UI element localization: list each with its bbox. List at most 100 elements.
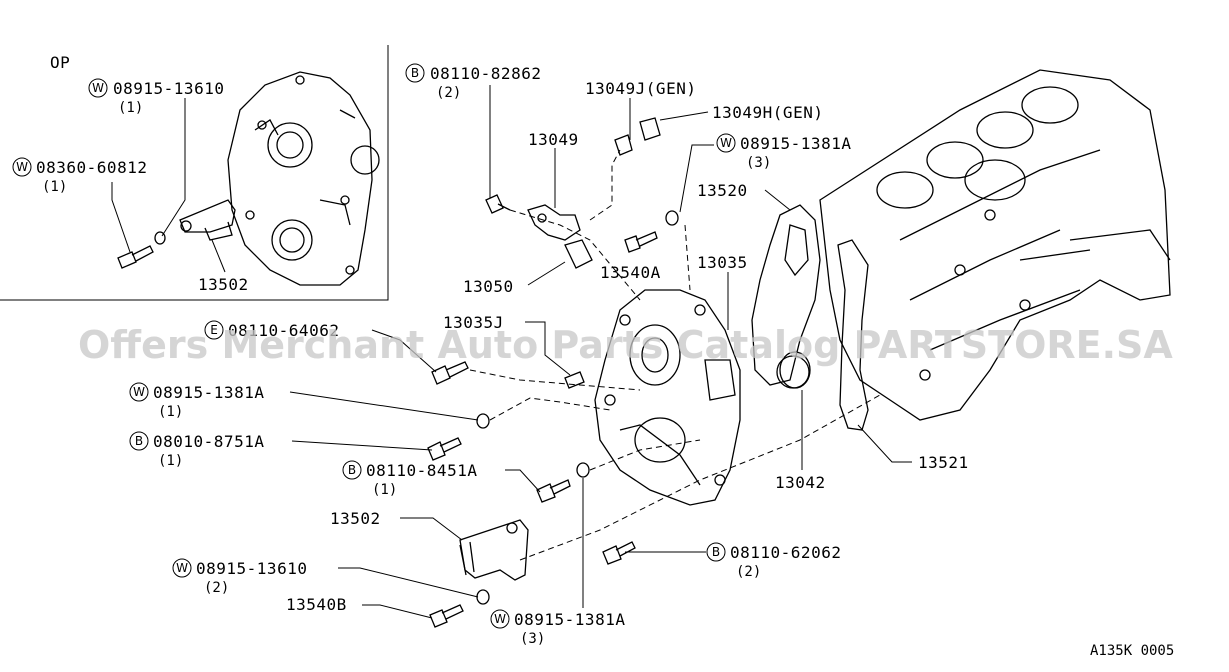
callout-c16[interactable]: B 08010-8751A (1) [129, 431, 264, 469]
bolt-08110-62062-drawing [602, 541, 636, 565]
callout-c15[interactable]: W 08915-1381A (1) [129, 382, 264, 420]
callout-c11[interactable]: 13035 [697, 253, 748, 272]
leader-c6 [659, 111, 709, 121]
svg-text:13035J: 13035J [443, 313, 504, 332]
svg-text:W: W [133, 385, 145, 399]
washer-1-drawing [476, 413, 490, 429]
leader-c8 [679, 144, 714, 213]
svg-text:08915-1381A: 08915-1381A [740, 134, 851, 153]
leader-c3 [211, 239, 226, 273]
svg-text:13520: 13520 [697, 181, 748, 200]
callout-c2[interactable]: W 08360-60812 (1) [12, 157, 147, 195]
callout-c17[interactable]: B 08110-8451A (1) [342, 460, 477, 498]
svg-text:13521: 13521 [918, 453, 969, 472]
callout-c3[interactable]: 13502 [198, 275, 249, 294]
assembly-line-2 [589, 149, 621, 221]
callout-c19[interactable]: W 08915-13610 (2) [172, 558, 307, 596]
callout-c21[interactable]: W 08915-1381A (3) [490, 609, 625, 647]
svg-text:(2): (2) [436, 85, 461, 101]
water-outlet-drawing [527, 204, 581, 241]
svg-text:08110-8451A: 08110-8451A [366, 461, 477, 480]
callout-c8[interactable]: W 08915-1381A (3) [716, 133, 851, 171]
inset-label: OP [50, 53, 70, 72]
svg-text:B: B [348, 463, 356, 477]
washer-top-drawing [665, 210, 679, 226]
callout-c5[interactable]: 13049J(GEN) [585, 79, 696, 98]
leader-c24 [857, 424, 912, 463]
water-outlet-gasket-drawing [564, 239, 593, 269]
inset-frame [0, 45, 389, 301]
callout-c12[interactable]: 13050 [463, 277, 514, 296]
bolt-08110-8451A-drawing [536, 479, 571, 503]
svg-text:(1): (1) [118, 100, 143, 116]
svg-text:08110-62062: 08110-62062 [730, 543, 841, 562]
assembly-line-1 [509, 209, 641, 301]
svg-text:08360-60812: 08360-60812 [36, 158, 147, 177]
bracket-13502-drawing [459, 519, 529, 581]
assembly-line-7 [519, 394, 881, 561]
leader-c14 [525, 321, 571, 376]
leader-c2 [111, 182, 131, 253]
svg-text:B: B [712, 545, 720, 559]
callout-c9[interactable]: 13520 [697, 181, 748, 200]
assembly-line-4 [469, 369, 641, 391]
watermark: Offers Merchant Auto Parts Catalog PARTS… [78, 323, 1173, 367]
bolt-08110-64062-drawing [431, 361, 469, 385]
svg-text:13042: 13042 [775, 473, 826, 492]
svg-text:B: B [135, 434, 143, 448]
callout-c14[interactable]: 13035J [443, 313, 504, 332]
svg-text:W: W [494, 612, 506, 626]
svg-text:13049: 13049 [528, 130, 579, 149]
svg-text:08915-1381A: 08915-1381A [153, 383, 264, 402]
svg-text:08110-82862: 08110-82862 [430, 64, 541, 83]
callout-c6[interactable]: 13049H(GEN) [712, 103, 823, 122]
svg-text:(2): (2) [736, 564, 761, 580]
callout-c22[interactable]: B 08110-62062 (2) [706, 542, 841, 580]
svg-text:(2): (2) [204, 580, 229, 596]
assembly-line-3 [684, 224, 691, 291]
svg-text:08110-64062: 08110-64062 [228, 321, 339, 340]
leader-c15 [289, 391, 479, 421]
svg-text:13540B: 13540B [286, 595, 347, 614]
callout-c18[interactable]: 13502 [330, 509, 381, 528]
inset-bolt-drawing [117, 245, 154, 269]
inset-front-cover-drawing [227, 71, 380, 286]
callout-c10[interactable]: 13540A [600, 263, 661, 282]
svg-text:E: E [210, 323, 218, 337]
svg-text:W: W [176, 561, 188, 575]
leader-c18 [400, 517, 463, 541]
svg-text:08915-13610: 08915-13610 [113, 79, 224, 98]
svg-text:W: W [720, 136, 732, 150]
callout-c7[interactable]: 13049 [528, 130, 579, 149]
svg-text:B: B [411, 66, 419, 80]
inset-bracket-drawing [179, 199, 236, 241]
svg-text:08915-13610: 08915-13610 [196, 559, 307, 578]
leader-c17 [505, 469, 541, 493]
svg-text:(3): (3) [520, 631, 545, 647]
svg-text:W: W [16, 160, 28, 174]
svg-text:08915-1381A: 08915-1381A [514, 610, 625, 629]
callout-c4[interactable]: B 08110-82862 (2) [405, 63, 541, 101]
cylinder-block-drawing [819, 69, 1171, 421]
bolt-08110-82862-drawing [485, 194, 511, 214]
svg-text:13502: 13502 [330, 509, 381, 528]
svg-text:13049J(GEN): 13049J(GEN) [585, 79, 696, 98]
dowel-13035J-drawing [564, 371, 585, 389]
svg-text:(1): (1) [158, 404, 183, 420]
callout-c23[interactable]: 13042 [775, 473, 826, 492]
svg-text:13050: 13050 [463, 277, 514, 296]
assembly-line-5 [489, 397, 611, 421]
svg-text:(3): (3) [746, 155, 771, 171]
leader-c13 [371, 329, 437, 373]
callout-c13[interactable]: E 08110-64062 [204, 320, 339, 340]
figure-code: A135K 0005 [1090, 643, 1174, 659]
callout-c1[interactable]: W 08915-13610 (1) [88, 78, 224, 116]
bolt-13540A-drawing [624, 231, 658, 253]
washer-13610-drawing [476, 589, 490, 605]
washer-bottom-drawing [576, 462, 590, 478]
callout-c20[interactable]: 13540B [286, 595, 347, 614]
svg-text:13540A: 13540A [600, 263, 661, 282]
leader-c12 [527, 261, 566, 286]
callout-c24[interactable]: 13521 [918, 453, 969, 472]
